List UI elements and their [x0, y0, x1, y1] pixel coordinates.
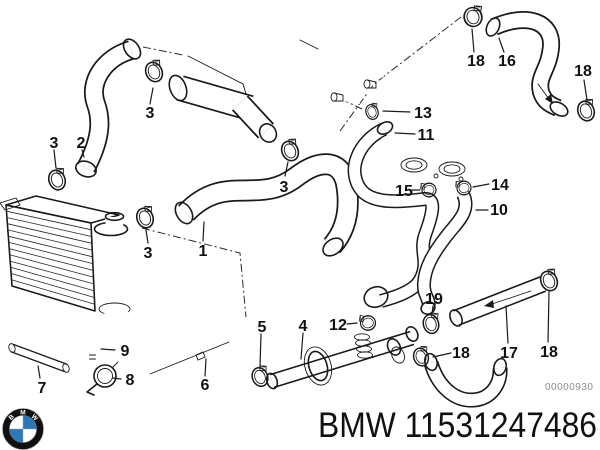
pipe-4-ports — [386, 326, 419, 364]
clamp-3-hose1-engine — [277, 136, 305, 165]
radiator — [0, 195, 131, 327]
callout-3-hose1-radiator: 3 — [144, 245, 153, 262]
callout-16-hose: 16 — [498, 53, 516, 70]
radiator-filler-cap — [104, 211, 125, 227]
callout-1-hose: 1 — [199, 243, 208, 260]
callout-labels: 3 3 2 3 3 1 13 11 15 14 10 18 16 18 12 1… — [38, 53, 592, 397]
callout-18-top-left: 18 — [467, 53, 485, 70]
callout-11-hose: 11 — [418, 127, 435, 144]
logo-letter-m: M — [20, 410, 25, 417]
clamp-3-hose2-radiator — [44, 165, 71, 193]
callout-4-pipe: 4 — [299, 318, 308, 335]
callout-2-hose: 2 — [77, 135, 86, 152]
callout-12-clamp: 12 — [329, 317, 347, 334]
hose-16 — [485, 10, 569, 117]
bmw-logo: B M W — [2, 408, 44, 450]
bracket-strip-6 — [144, 340, 234, 379]
bolt-9 — [85, 344, 100, 364]
radiator-fins — [6, 210, 95, 305]
flow-arrow-hose-16 — [537, 83, 553, 104]
callout-7-stick: 7 — [38, 380, 47, 397]
pipe-clip-8 — [86, 361, 119, 396]
callout-6-strip: 6 — [201, 377, 210, 394]
hose-stick-7 — [8, 343, 70, 373]
logo-quadrant-top-right — [23, 415, 37, 429]
callout-15-clamp: 15 — [395, 183, 413, 200]
callout-5-clamp: 5 — [258, 319, 267, 336]
callout-3-hose2-radiator: 3 — [50, 135, 59, 152]
engine-block — [168, 9, 394, 143]
clamp-19 — [420, 310, 444, 336]
logo-letter-w: W — [30, 413, 40, 423]
u-hose-bottom — [423, 352, 508, 408]
clamp-12 — [357, 312, 378, 333]
engine-fitting-nipples — [330, 79, 377, 102]
pipe-17 — [449, 276, 547, 327]
callout-18-bottom-mid: 18 — [452, 345, 470, 362]
callout-19-clamp: 19 — [425, 291, 443, 308]
leader-lines — [37, 28, 588, 380]
callout-13-clamp: 13 — [414, 105, 432, 122]
hose-1-lower-radiator — [174, 153, 359, 257]
thermostat-housing — [390, 149, 476, 185]
hose-10 — [416, 190, 473, 315]
clamp-3-hose2-engine — [141, 57, 169, 86]
clamp-18-top-left — [460, 3, 487, 30]
water-pipe-4 — [265, 326, 419, 390]
hose-2-upper-radiator — [75, 38, 142, 178]
flow-arrow-pipe-17 — [484, 290, 532, 308]
callout-18-bottom-right: 18 — [540, 344, 558, 361]
callout-3-hose2-engine: 3 — [146, 105, 155, 122]
engine-water-outlet-pipe — [168, 74, 278, 143]
clamp-18-top-right — [573, 96, 600, 124]
callout-9-bolt: 9 — [121, 343, 130, 360]
callout-14-clamp: 14 — [491, 177, 509, 194]
clamp-13 — [362, 101, 383, 122]
logo-letter-b: B — [8, 413, 16, 421]
positioning-lines — [141, 16, 462, 318]
radiator-side-tank — [93, 221, 131, 327]
watermark-number: 00000930 — [545, 382, 594, 393]
callout-10-hose: 10 — [490, 202, 508, 219]
callout-17-pipe: 17 — [500, 345, 518, 362]
callout-8-clip: 8 — [126, 372, 135, 389]
callout-3-hose1-engine: 3 — [280, 179, 289, 196]
pipe-4-spring-section — [354, 333, 373, 359]
clamp-3-hose1-radiator — [132, 203, 159, 231]
part-number-caption: BMW 11531247486 — [318, 406, 597, 445]
logo-quadrant-bottom-left — [9, 429, 23, 443]
callout-18-top-right: 18 — [574, 63, 592, 80]
